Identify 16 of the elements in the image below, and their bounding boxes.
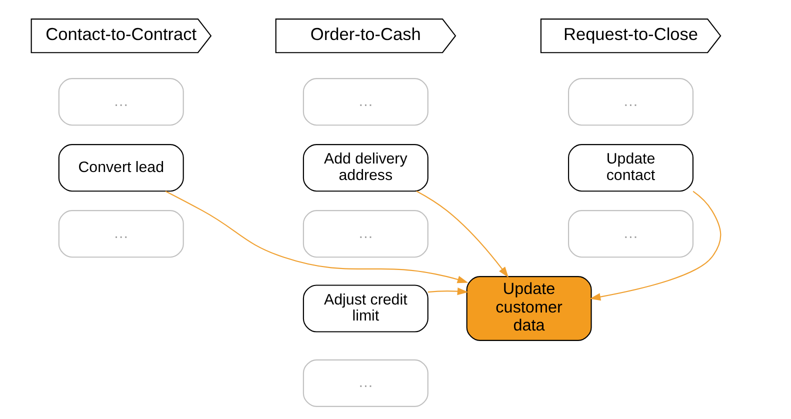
node-box: … <box>302 210 428 258</box>
node-box: … <box>302 78 428 126</box>
arrow <box>427 288 468 296</box>
node-box: … <box>568 210 693 258</box>
node-box: Update customer data <box>466 276 592 341</box>
node-box: … <box>302 359 428 407</box>
arrow <box>164 190 468 284</box>
arrow <box>416 190 508 278</box>
node-box: … <box>568 78 693 126</box>
node-box: Convert lead <box>58 144 184 192</box>
node-box: … <box>58 210 184 258</box>
node-box: Update contact <box>568 144 693 192</box>
node-box: … <box>58 78 184 126</box>
node-box: Add delivery address <box>302 144 428 192</box>
arrow <box>589 190 721 301</box>
node-box: Adjust credit limit <box>302 284 428 332</box>
